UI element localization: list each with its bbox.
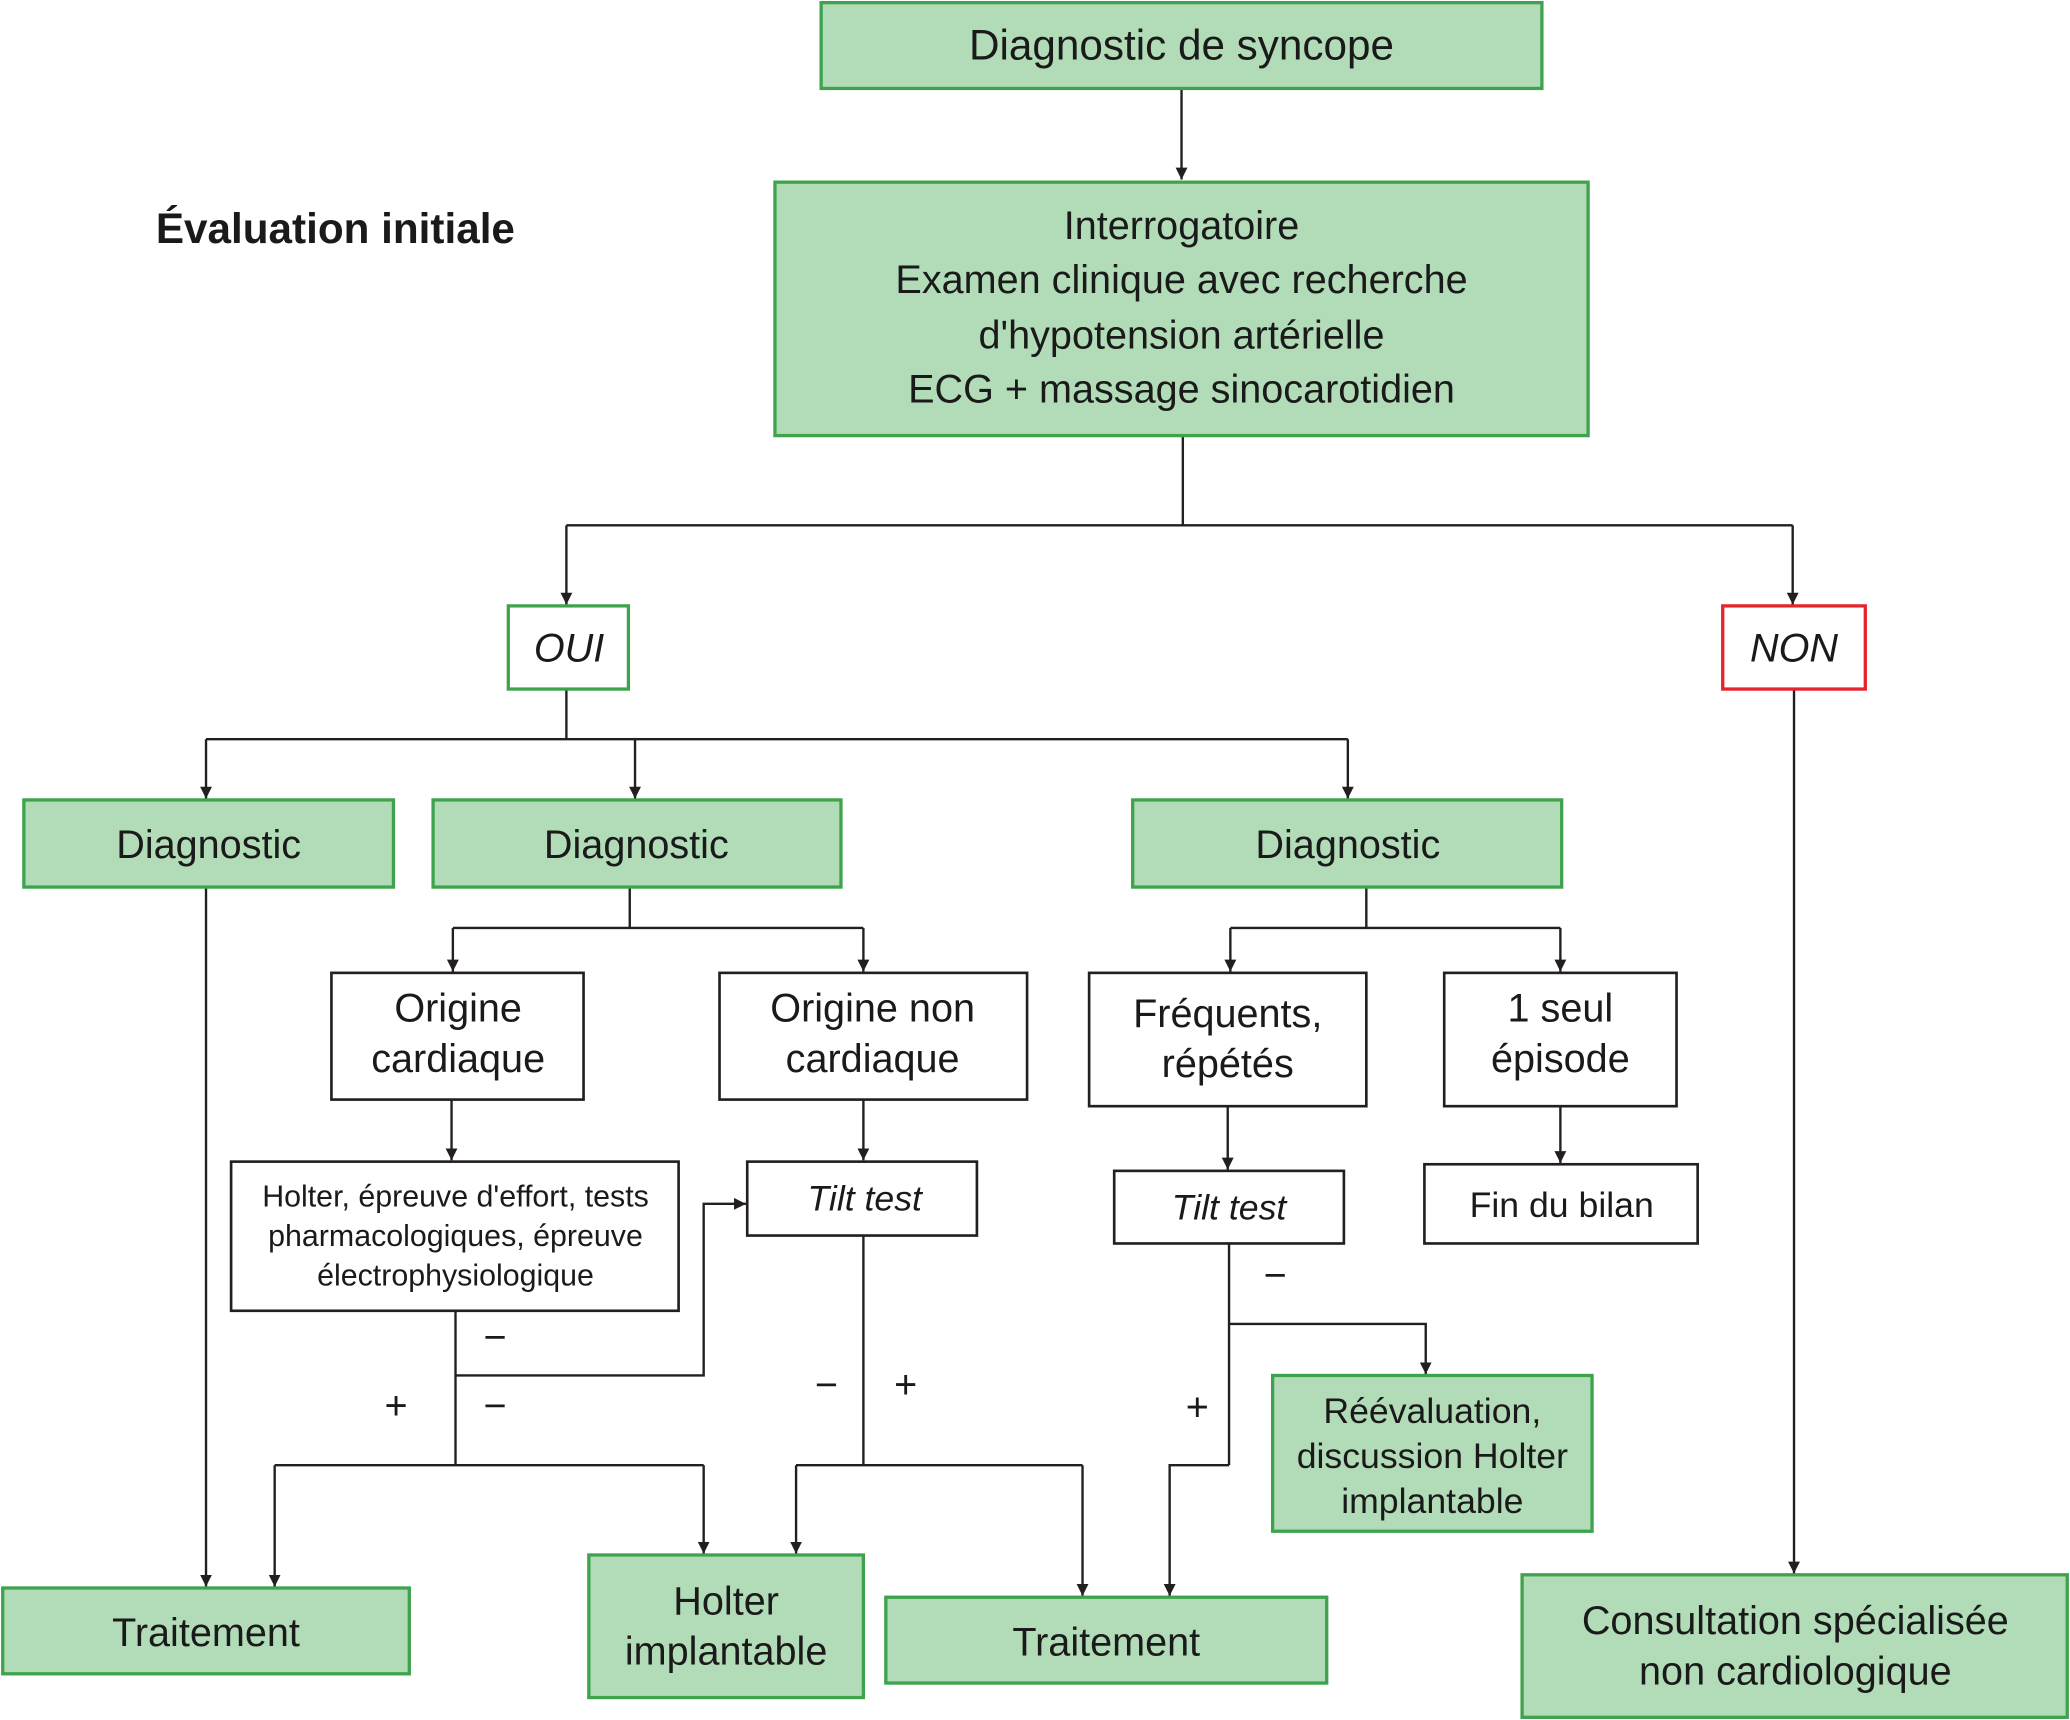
yes-box: OUI bbox=[506, 604, 631, 691]
box-text: cardiaque bbox=[786, 1037, 960, 1081]
title-text: Diagnostic de syncope bbox=[969, 21, 1394, 68]
box-text: Tilt test bbox=[1172, 1188, 1289, 1228]
diagnostic-box-3: Diagnostic bbox=[1131, 798, 1564, 889]
minus-sign: − bbox=[484, 1315, 507, 1359]
minus-sign: − bbox=[1264, 1253, 1287, 1297]
plus-sign: + bbox=[385, 1384, 408, 1428]
evaluation-line: Examen clinique avec recherche bbox=[895, 258, 1467, 302]
diagnostic-label: Diagnostic bbox=[116, 823, 301, 867]
tilt-test-box-2: Tilt test bbox=[1112, 1169, 1346, 1245]
box-text: épisode bbox=[1491, 1037, 1630, 1081]
evaluation-line: d'hypotension artérielle bbox=[979, 313, 1385, 357]
box-text: cardiaque bbox=[371, 1037, 545, 1081]
holter-implant-box: Holter implantable bbox=[587, 1553, 866, 1700]
origin-noncardiac-box: Origine non cardiaque bbox=[718, 971, 1029, 1101]
box-text: Fréquents, bbox=[1133, 992, 1322, 1036]
box-text: Traitement bbox=[112, 1611, 300, 1655]
box-text: Consultation spécialisée bbox=[1582, 1599, 2009, 1643]
box-text: répétés bbox=[1162, 1042, 1294, 1086]
diagnostic-label: Diagnostic bbox=[1255, 823, 1440, 867]
box-text: non cardiologique bbox=[1639, 1649, 1952, 1693]
treatment-box-1: Traitement bbox=[1, 1586, 411, 1676]
reevaluation-box: Réévaluation, discussion Holter implanta… bbox=[1270, 1373, 1594, 1533]
section-label: Évaluation initiale bbox=[156, 205, 515, 252]
box-text: implantable bbox=[625, 1630, 828, 1674]
evaluation-box: Interrogatoire Examen clinique avec rech… bbox=[773, 180, 1590, 438]
no-label: NON bbox=[1750, 626, 1838, 670]
box-text: pharmacologiques, épreuve bbox=[268, 1220, 643, 1253]
tilt-test-box-1: Tilt test bbox=[745, 1160, 979, 1237]
consultation-box: Consultation spécialisée non cardiologiq… bbox=[1520, 1573, 2069, 1720]
box-text: Origine bbox=[394, 987, 522, 1031]
box-text: 1 seul bbox=[1508, 987, 1614, 1031]
minus-sign: − bbox=[815, 1363, 838, 1407]
treatment-box-2: Traitement bbox=[884, 1595, 1329, 1685]
single-episode-box: 1 seul épisode bbox=[1442, 971, 1678, 1108]
frequent-box: Fréquents, répétés bbox=[1087, 971, 1368, 1108]
evaluation-line: Interrogatoire bbox=[1064, 204, 1300, 248]
yes-label: OUI bbox=[534, 626, 604, 670]
box-text: Réévaluation, bbox=[1323, 1391, 1541, 1431]
box-text: Holter bbox=[673, 1579, 779, 1623]
box-text: électrophysiologique bbox=[317, 1260, 594, 1293]
box-text: discussion Holter bbox=[1297, 1436, 1568, 1476]
evaluation-line: ECG + massage sinocarotidien bbox=[908, 368, 1455, 412]
diagnostic-box-2: Diagnostic bbox=[431, 798, 843, 889]
box-text: implantable bbox=[1341, 1481, 1523, 1521]
end-box: Fin du bilan bbox=[1423, 1162, 1699, 1245]
box-text: Holter, épreuve d'effort, tests bbox=[262, 1181, 649, 1214]
tests-box: Holter, épreuve d'effort, tests pharmaco… bbox=[229, 1160, 680, 1313]
title-box: Diagnostic de syncope bbox=[819, 0, 1544, 91]
origin-cardiac-box: Origine cardiaque bbox=[330, 971, 585, 1101]
box-text: Tilt test bbox=[807, 1178, 924, 1218]
plus-sign: + bbox=[1186, 1385, 1209, 1429]
minus-sign: − bbox=[484, 1384, 507, 1428]
box-text: Origine non bbox=[770, 987, 975, 1031]
plus-sign: + bbox=[894, 1363, 917, 1407]
diagnostic-box-1: Diagnostic bbox=[22, 798, 396, 889]
box-text: Traitement bbox=[1012, 1620, 1200, 1664]
connectors bbox=[200, 88, 1800, 1596]
diagnostic-label: Diagnostic bbox=[544, 823, 729, 867]
no-box: NON bbox=[1721, 604, 1867, 691]
box-text: Fin du bilan bbox=[1470, 1185, 1654, 1225]
